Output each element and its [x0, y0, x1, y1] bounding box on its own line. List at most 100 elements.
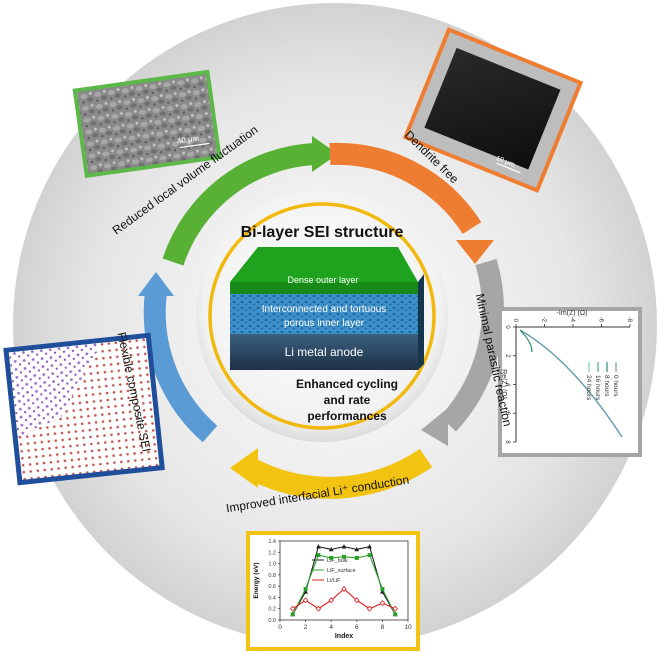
green-arc [162, 143, 315, 266]
energy-y-tick-label: 0.2 [268, 607, 276, 613]
anode-label: Li metal anode [284, 345, 364, 359]
impedance-x-ticks: 0 2 4 6 8 [504, 325, 516, 444]
impedance-x-tick-label: 0 [504, 325, 510, 329]
orange-arrowhead [456, 240, 494, 264]
performance-line-1: Enhanced cycling [295, 377, 399, 391]
composite-polymer-region [8, 342, 102, 438]
energy-legend-label: LiF_bulk [327, 558, 348, 564]
energy-point [392, 605, 398, 612]
bilayer-title: Bi-layer SEI structure [240, 224, 404, 241]
green-arrowhead [312, 136, 338, 172]
outer-layer-label: Dense outer layer [287, 275, 359, 285]
impedance-legend-label: 16 hours [594, 375, 601, 401]
energy-point [315, 605, 322, 612]
energy-point [393, 612, 398, 617]
impedance-legend-label: 0 hours [612, 375, 619, 397]
impedance-legend-label: 24 hours [585, 375, 592, 401]
energy-point [328, 546, 334, 552]
stack-side-face [418, 274, 424, 370]
energy-point [341, 544, 347, 549]
inner-layer-label-2: porous inner layer [283, 318, 365, 329]
energy-point [328, 597, 334, 604]
blue-arc [143, 290, 218, 443]
energy-x-tick-label: 8 [381, 624, 385, 631]
energy-point [341, 585, 347, 592]
energy-y-tick-label: 0.8 [268, 573, 276, 579]
li-metal-anode-layer [230, 334, 418, 370]
energy-point [316, 544, 321, 549]
impedance-x-label: Re(Z) (Ω) [500, 369, 507, 399]
energy-y-label: Energy (eV) [253, 562, 260, 598]
energy-x-tick-label: 0 [278, 624, 282, 631]
impedance-y-ticks: 0 -2 -4 -6 -8 [512, 317, 632, 327]
blue-arrowhead [138, 272, 174, 296]
sem-image-left: 40 μm [72, 69, 222, 179]
energy-point [290, 605, 296, 612]
yellow-arc [244, 448, 433, 499]
impedance-y-label: -Im(Z) (Ω) [557, 310, 588, 317]
energy-y-tick-label: 1.4 [268, 539, 276, 545]
sem-image-right: 10 μm [402, 27, 584, 193]
energy-x-tick-label: 10 [404, 624, 412, 631]
outer-layer-top [230, 247, 418, 282]
energy-point [367, 544, 372, 549]
outer-layer-front [230, 282, 418, 294]
energy-x-tick-label: 2 [304, 624, 308, 631]
energy-chart-frame [246, 531, 420, 651]
inner-layer-label-1: Interconnected and tortuous [261, 304, 387, 315]
sem-left-texture [77, 74, 218, 174]
energy-x-tick-label: 6 [355, 624, 359, 631]
sem-right-dark-region [424, 47, 561, 170]
impedance-y-tick-label: -4 [569, 317, 575, 323]
energy-point [354, 546, 360, 552]
energy-point [354, 555, 359, 560]
impedance-y-tick-label: -8 [626, 317, 632, 323]
energy-y-tick-label: 0.0 [268, 618, 276, 624]
impedance-legend-label: 8 hours [603, 375, 610, 397]
energy-y-tick-label: 0.6 [268, 584, 276, 590]
porous-inner-layer [230, 294, 418, 334]
sem-left-scalebar [179, 142, 210, 149]
energy-legend-label: LiF_surface [327, 568, 356, 574]
energy-point [316, 553, 321, 558]
impedance-plot-group: 0 2 4 6 8 0 -2 -4 -6 -8 Re(Z) (Ω) -Im(Z) (Ω) 0 h… [498, 307, 642, 457]
energy-point [354, 597, 360, 604]
impedance-y-tick-label: -2 [541, 317, 547, 323]
energy-y-tick-label: 1.0 [268, 562, 276, 568]
impedance-x-tick-label: 4 [504, 383, 510, 387]
energy-point [302, 597, 309, 604]
sem-left-scale-label: 40 μm [176, 134, 200, 146]
impedance-y-tick-label: -6 [598, 317, 604, 323]
performance-line-2: and rate [323, 393, 371, 407]
orange-arc [329, 142, 482, 235]
gray-arc [439, 258, 504, 432]
energy-point [380, 586, 385, 591]
energy-legend-label: Li/LiF [327, 578, 341, 584]
impedance-x-tick-label: 8 [504, 440, 510, 444]
impedance-curve-detail [519, 329, 533, 353]
performance-line-3: performances [307, 409, 387, 423]
energy-point [290, 612, 295, 617]
energy-y-tick-label: 0.4 [268, 595, 276, 601]
energy-point [379, 600, 386, 607]
energy-point [329, 555, 334, 560]
energy-point [303, 586, 308, 591]
impedance-x-tick-label: 6 [504, 412, 510, 416]
impedance-curve [519, 329, 623, 438]
energy-x-tick-label: 4 [329, 624, 333, 631]
energy-point [367, 553, 372, 558]
energy-y-tick-label: 1.2 [268, 550, 276, 556]
impedance-plot-frame [498, 307, 642, 457]
sem-right-scalebar [496, 162, 521, 174]
impedance-y-tick-label: 0 [512, 319, 518, 323]
energy-x-label: Index [335, 633, 353, 640]
energy-point [366, 605, 373, 612]
composite-sei-image [3, 332, 165, 486]
impedance-x-tick-label: 2 [504, 354, 510, 358]
inner-yellow-ring [208, 202, 436, 430]
yellow-arrowhead [230, 448, 258, 488]
